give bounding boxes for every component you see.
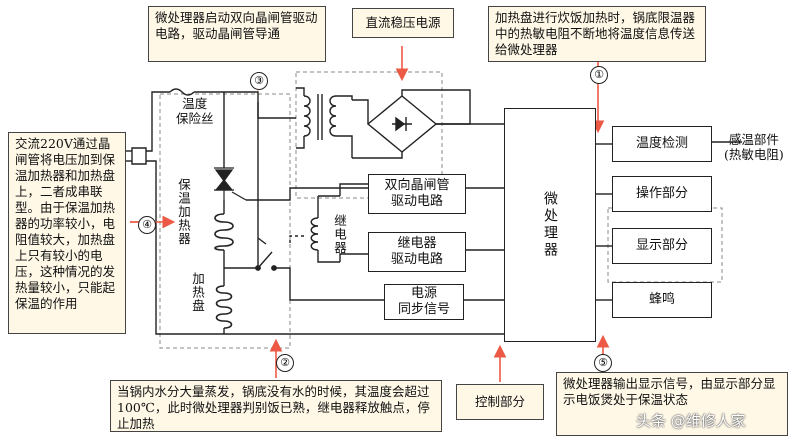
callout-display-out: 微处理器输出显示信号，由显示部分显示电饭煲处于保温状态 (556, 372, 788, 436)
temp-detect-block: 温度检测 (612, 126, 712, 162)
power-sync-line1: 电源 (410, 286, 437, 301)
fuse-label: 温度 保险丝 (176, 96, 214, 126)
warm-heater-element (214, 213, 234, 251)
heater-section-boundary (159, 93, 291, 349)
display-block: 显示部分 (612, 228, 712, 264)
callout-dc-supply: 直流稳压电源 (352, 8, 454, 38)
heating-plate-label: 加热盘 (190, 272, 205, 313)
mcu-label: 微处理器 (542, 191, 558, 259)
relay-coil (289, 195, 340, 263)
temp-detect-label: 温度检测 (635, 136, 688, 151)
watermark: 头条 @维修人家 (636, 412, 746, 430)
scr-drive-line2: 驱动电路 (390, 194, 443, 209)
power-sync-line2: 同步信号 (397, 302, 450, 317)
marker-1: ① (590, 66, 608, 84)
fuse-label-line1: 温度 (182, 96, 208, 111)
plug-body (131, 147, 147, 165)
marker-3: ③ (250, 72, 268, 90)
relay-drive-line1: 继电器 (397, 236, 437, 251)
sensor-label: 感温部件 (热敏电阻) (724, 132, 784, 162)
relay-label: 继电器 (332, 214, 347, 255)
scr-drive-block: 双向晶闸管 驱动电路 (368, 174, 466, 214)
operation-block: 操作部分 (612, 176, 712, 212)
callout-scr-driver: 微处理器启动双向晶闸管驱动电路，驱动晶闸管导通 (148, 6, 326, 62)
buzzer-block: 蜂鸣 (612, 282, 712, 318)
bridge-rectifier (352, 89, 504, 159)
signal-lines (289, 141, 742, 335)
transformer-symbol (296, 87, 353, 158)
buzzer-label: 蜂鸣 (648, 292, 675, 307)
marker-2: ② (276, 354, 294, 372)
marker-4: ④ (138, 216, 156, 234)
triac-symbol (214, 167, 247, 201)
power-sync-block: 电源 同步信号 (384, 284, 464, 320)
relay-drive-line2: 驱动电路 (390, 252, 443, 267)
heating-plate-element (215, 285, 233, 329)
fuse-label-line2: 保险丝 (176, 111, 214, 126)
callout-ac-heating: 交流220V通过晶闸管将电压加到保温加热器和加热盘上，二者成串联型。由于保温加热… (8, 132, 126, 334)
relay-drive-block: 继电器 驱动电路 (368, 232, 466, 272)
marker-5: ⑤ (594, 354, 612, 372)
callout-temp-info: 加热盘进行炊饭加热时，锅底限温器中的热敏电阻不断地将温度信息传送给微处理器 (488, 6, 706, 62)
callout-control-part: 控制部分 (456, 384, 544, 420)
callout-boil-dry: 当锅内水分大量蒸发，锅底没有水的时候，其温度会超过100℃，此时微处理器判别饭已… (110, 380, 442, 432)
mcu-block: 微处理器 (504, 108, 596, 342)
scr-drive-line1: 双向晶闸管 (384, 178, 450, 193)
fuse-symbol (169, 88, 195, 96)
sensor-label-line2: (热敏电阻) (724, 147, 784, 162)
display-label: 显示部分 (635, 238, 688, 253)
operation-label: 操作部分 (635, 186, 688, 201)
warm-heater-label: 保温加热器 (176, 178, 191, 246)
mains-wiring (126, 88, 410, 335)
sensor-label-line1: 感温部件 (728, 132, 779, 147)
